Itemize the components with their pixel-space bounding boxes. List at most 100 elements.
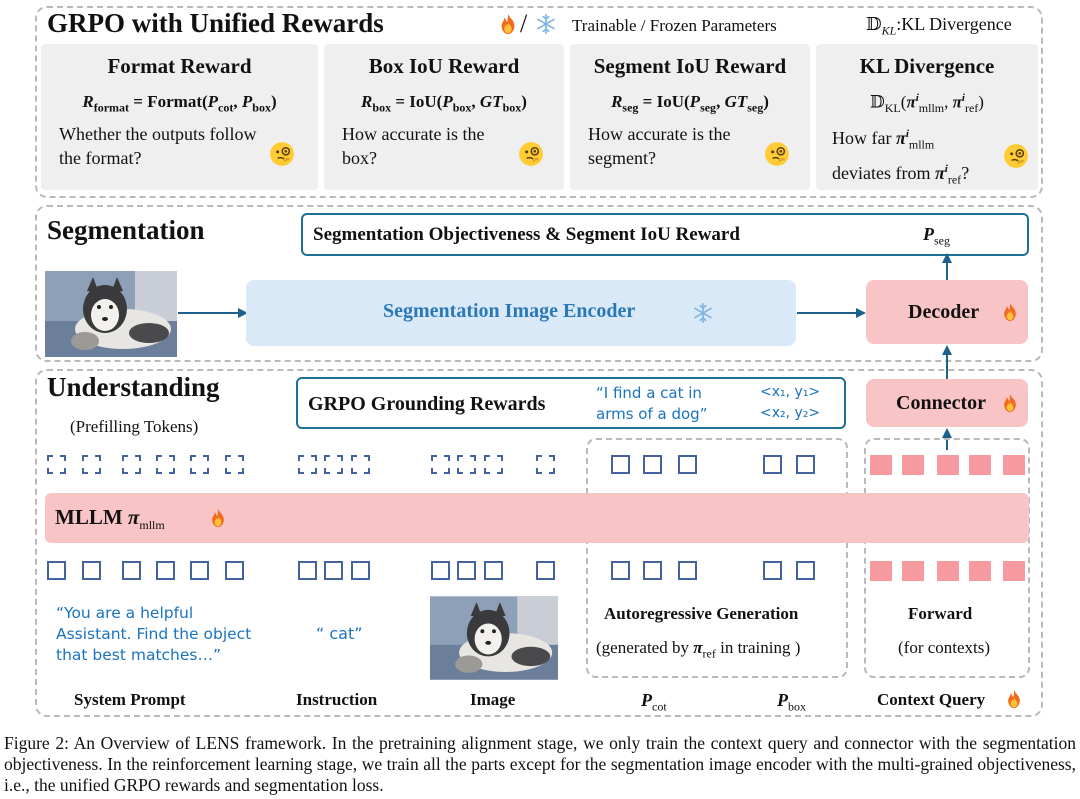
token-input <box>484 561 503 580</box>
token-context <box>902 561 924 581</box>
p-seg-sub: seg <box>934 233 950 248</box>
mllm-pi: π <box>127 505 140 529</box>
kl-symbol: 𝔻 <box>866 14 882 34</box>
kl-subscript: KL <box>881 23 897 38</box>
generated-by-label: (generated by πref in training ) <box>596 638 800 661</box>
seg-formula: Rseg = IoU(Pseg, GTseg) <box>611 92 769 115</box>
forward-panel <box>864 438 1030 678</box>
arrow-encoder-to-decoder <box>797 312 857 314</box>
prefilling-tokens-label: (Prefilling Tokens) <box>70 417 199 436</box>
token-prefill <box>431 455 450 474</box>
generated-by-post: in training ) <box>715 638 801 657</box>
grpo-quote: “I find a cat in arms of a dog” <box>596 384 708 423</box>
card-title: Segment IoU Reward <box>593 54 787 78</box>
token-input <box>225 561 244 580</box>
kl-legend-text: :KL Divergence <box>896 14 1012 34</box>
understanding-title: Understanding <box>47 372 220 402</box>
generated-by-pi: π <box>693 638 703 657</box>
thinking-face-icon <box>1003 143 1029 169</box>
fire-icon <box>1004 688 1024 710</box>
p-cot-label: Pcot <box>641 690 667 715</box>
token-context <box>1003 561 1025 581</box>
token-cot <box>643 561 662 580</box>
arrow-context-to-connector <box>946 434 948 450</box>
token-cot <box>678 561 697 580</box>
token-prefill <box>82 455 101 474</box>
token-prefill <box>225 455 244 474</box>
p-cot-sub: cot <box>652 699 667 714</box>
token-cot <box>611 455 630 474</box>
autoregressive-label: Autoregressive Generation <box>604 604 799 623</box>
forward-label: Forward <box>908 604 973 623</box>
card-title: KL Divergence <box>859 54 995 78</box>
token-cot <box>678 455 697 474</box>
card-desc: How accurate is the box? <box>342 124 485 168</box>
kl-divergence-card: KL Divergence 𝔻KL(πimllm, πiref) How far… <box>816 44 1038 190</box>
snowflake-icon <box>535 13 557 35</box>
token-context <box>870 455 892 475</box>
token-prefill <box>484 455 503 474</box>
p-seg-symbol: P <box>923 224 934 244</box>
grpo-grounding-box: GRPO Grounding Rewards “I find a cat in … <box>296 377 846 429</box>
card-desc: How accurate is the segment? <box>588 124 731 168</box>
instruction-text: “ cat” <box>316 624 363 643</box>
p-box-label: Pbox <box>777 690 806 715</box>
token-input <box>457 561 476 580</box>
arrow-connector-to-decoder <box>946 352 948 379</box>
token-input <box>324 561 343 580</box>
decoder-block: Decoder <box>866 280 1028 344</box>
segmentation-panel <box>35 205 1043 362</box>
arrowhead <box>856 307 866 319</box>
instruction-label: Instruction <box>296 690 378 709</box>
grpo-grounding-label: GRPO Grounding Rewards <box>308 393 546 415</box>
generated-by-pre: (generated by <box>596 638 694 657</box>
card-title: Box IoU Reward <box>368 54 520 78</box>
p-box-sub: box <box>788 699 806 714</box>
token-context <box>969 561 991 581</box>
segmentation-objective-box: Segmentation Objectiveness & Segment IoU… <box>301 213 1029 256</box>
token-input <box>82 561 101 580</box>
connector-block: Connector <box>866 379 1028 427</box>
token-context <box>870 561 892 581</box>
fire-icon <box>1000 301 1020 323</box>
image-input-dog <box>430 596 558 680</box>
figure-caption: Figure 2: An Overview of LENS framework.… <box>4 733 1076 795</box>
card-desc: Whether the outputs follow the format? <box>59 124 257 168</box>
token-context <box>937 561 959 581</box>
understanding-panel <box>35 369 1043 717</box>
token-context <box>969 455 991 475</box>
token-box <box>763 561 782 580</box>
token-prefill <box>298 455 317 474</box>
system-prompt-text: “You are a helpful Assistant. Find the o… <box>56 604 252 664</box>
mllm-label: MLLM πmllm <box>55 505 165 533</box>
token-input <box>431 561 450 580</box>
arrow-decoder-to-pseg <box>946 260 948 280</box>
for-contexts-label: (for contexts) <box>898 638 991 657</box>
legend-separator: / <box>520 9 528 38</box>
format-reward-card: Format Reward Rformat = Format(Pcot, Pbo… <box>41 44 318 190</box>
snowflake-icon <box>692 302 714 324</box>
token-prefill <box>324 455 343 474</box>
mllm-sub: mllm <box>139 518 165 533</box>
box-iou-reward-card: Box IoU Reward Rbox = IoU(Pbox, GTbox) H… <box>324 44 564 190</box>
segmentation-title: Segmentation <box>47 215 205 245</box>
encoder-label: Segmentation Image Encoder <box>383 300 636 322</box>
system-prompt-label: System Prompt <box>74 690 186 709</box>
token-box <box>763 455 782 474</box>
generated-by-sub: ref <box>702 646 716 661</box>
token-cot <box>643 455 662 474</box>
token-prefill <box>190 455 209 474</box>
coord-1: <x₁, y₁> <box>760 384 821 400</box>
token-input <box>122 561 141 580</box>
context-query-label: Context Query <box>877 690 986 709</box>
card-title: Format Reward <box>107 54 252 78</box>
token-context <box>1003 455 1025 475</box>
box-formula: Rbox = IoU(Pbox, GTbox) <box>361 92 527 115</box>
token-prefill <box>156 455 175 474</box>
p-cot-symbol: P <box>641 690 652 710</box>
decoder-label: Decoder <box>908 301 980 323</box>
arrowhead <box>942 252 952 264</box>
autoregressive-panel <box>586 438 848 678</box>
legend-text: Trainable / Frozen Parameters <box>572 16 777 35</box>
